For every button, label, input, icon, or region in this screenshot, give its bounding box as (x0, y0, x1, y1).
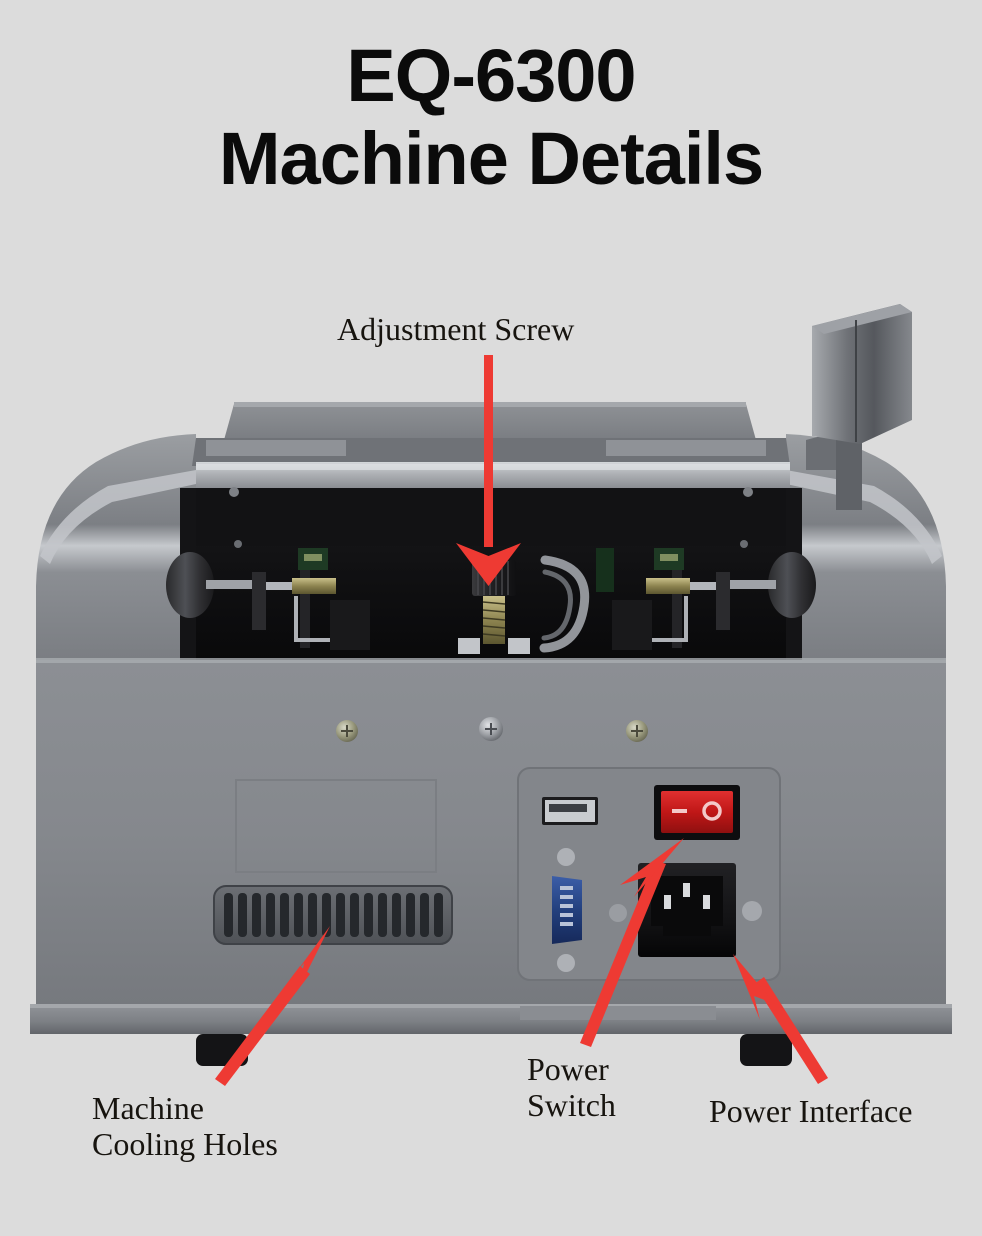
screw-base-left (458, 638, 480, 654)
iec-pin-earth (683, 883, 690, 897)
cavity-screw-left-inner (234, 540, 242, 548)
callout-label-machine-cooling-holes: Machine Cooling Holes (92, 1090, 278, 1162)
serial-connector-body (552, 876, 582, 944)
right-green-pcb (596, 548, 614, 592)
left-bracket (252, 572, 266, 630)
rocker-switch[interactable] (654, 785, 740, 840)
serial-pins (560, 886, 573, 926)
right-roller-assembly (596, 548, 816, 650)
deck-notch-left (206, 440, 346, 456)
panel-screws (336, 717, 648, 742)
cooling-vent (213, 885, 453, 945)
callout-label-adjustment-screw: Adjustment Screw (337, 311, 575, 347)
serial-port[interactable] (552, 848, 582, 972)
base-inset-panel (520, 1006, 716, 1020)
vent-slots (224, 893, 443, 937)
left-roller-wheel (166, 552, 214, 618)
base-plinth (30, 1006, 952, 1034)
callout-arrows (215, 355, 828, 1086)
panel-small-screw-left (609, 904, 627, 922)
callout-label-power-interface: Power Interface (709, 1093, 913, 1129)
iec-power-inlet[interactable] (638, 863, 736, 957)
screw-slot-2 (485, 723, 497, 735)
lower-front-panel (36, 660, 946, 1006)
arrow-power-switch (580, 838, 684, 1047)
cavity-screw-right-inner (740, 540, 748, 548)
right-bracket-arm (676, 582, 716, 590)
screw-slot-3 (631, 725, 643, 737)
right-coil-spring (646, 578, 690, 594)
left-shoulder (36, 434, 196, 700)
deck-notch-right (606, 440, 766, 456)
right-bracket (716, 572, 730, 630)
iec-pin-live (664, 895, 671, 909)
switch-rocker (661, 791, 733, 833)
right-shoulder-highlight (786, 470, 942, 564)
vent-recess (213, 885, 453, 945)
title-subtitle: Machine Details (218, 116, 764, 200)
left-body-recess (235, 779, 437, 873)
arrow-adjustment-screw (456, 355, 521, 586)
panel-small-screw-right (742, 901, 762, 921)
right-spring-rod (672, 552, 682, 648)
right-lever (652, 596, 688, 642)
left-roller-shaft (206, 580, 252, 589)
right-roller-wheel (768, 552, 816, 618)
right-shoulder (786, 434, 946, 700)
right-roller-shaft (730, 580, 776, 589)
callout-label-power-switch: Power Switch (527, 1051, 616, 1123)
display-arm (806, 304, 912, 510)
left-pcb-pad (304, 554, 322, 561)
cavity-screw-right (743, 487, 753, 497)
left-spring-rod (300, 552, 310, 648)
display-head (812, 304, 912, 444)
page-title: EQ-6300 Machine Details (0, 34, 982, 200)
panel-top-highlight (36, 658, 946, 663)
screw-spring-coils (482, 601, 506, 637)
screw-base-right (508, 638, 530, 654)
display-head-top (812, 304, 912, 334)
left-block (330, 600, 370, 650)
left-lever (294, 596, 330, 642)
serial-screw-bottom (557, 954, 575, 972)
title-model: EQ-6300 (346, 34, 636, 117)
left-bracket-arm (266, 582, 306, 590)
switch-mark-on (672, 809, 687, 813)
serial-screw-top (557, 848, 575, 866)
internal-cable (539, 555, 590, 653)
right-block (612, 600, 652, 650)
screw-spring (483, 596, 505, 644)
usb-tongue (549, 804, 587, 812)
display-arm-mount (806, 432, 836, 470)
screw-slot-1 (341, 725, 353, 737)
right-pcb-pad (660, 554, 678, 561)
left-coil-spring (292, 578, 336, 594)
left-shoulder-highlight (40, 470, 196, 564)
iec-pin-neutral (703, 895, 710, 909)
rubber-foot-right (740, 1034, 792, 1066)
base-top-edge (30, 1004, 952, 1008)
iec-socket-recess (651, 876, 723, 936)
left-roller-assembly (166, 548, 370, 650)
arrow-cooling-holes (215, 926, 330, 1086)
cavity-screw-left (229, 487, 239, 497)
internal-cable-inner (541, 569, 573, 641)
usb-port[interactable] (542, 797, 598, 825)
arrow-power-interface (733, 954, 828, 1084)
switch-mark-off (702, 801, 722, 821)
